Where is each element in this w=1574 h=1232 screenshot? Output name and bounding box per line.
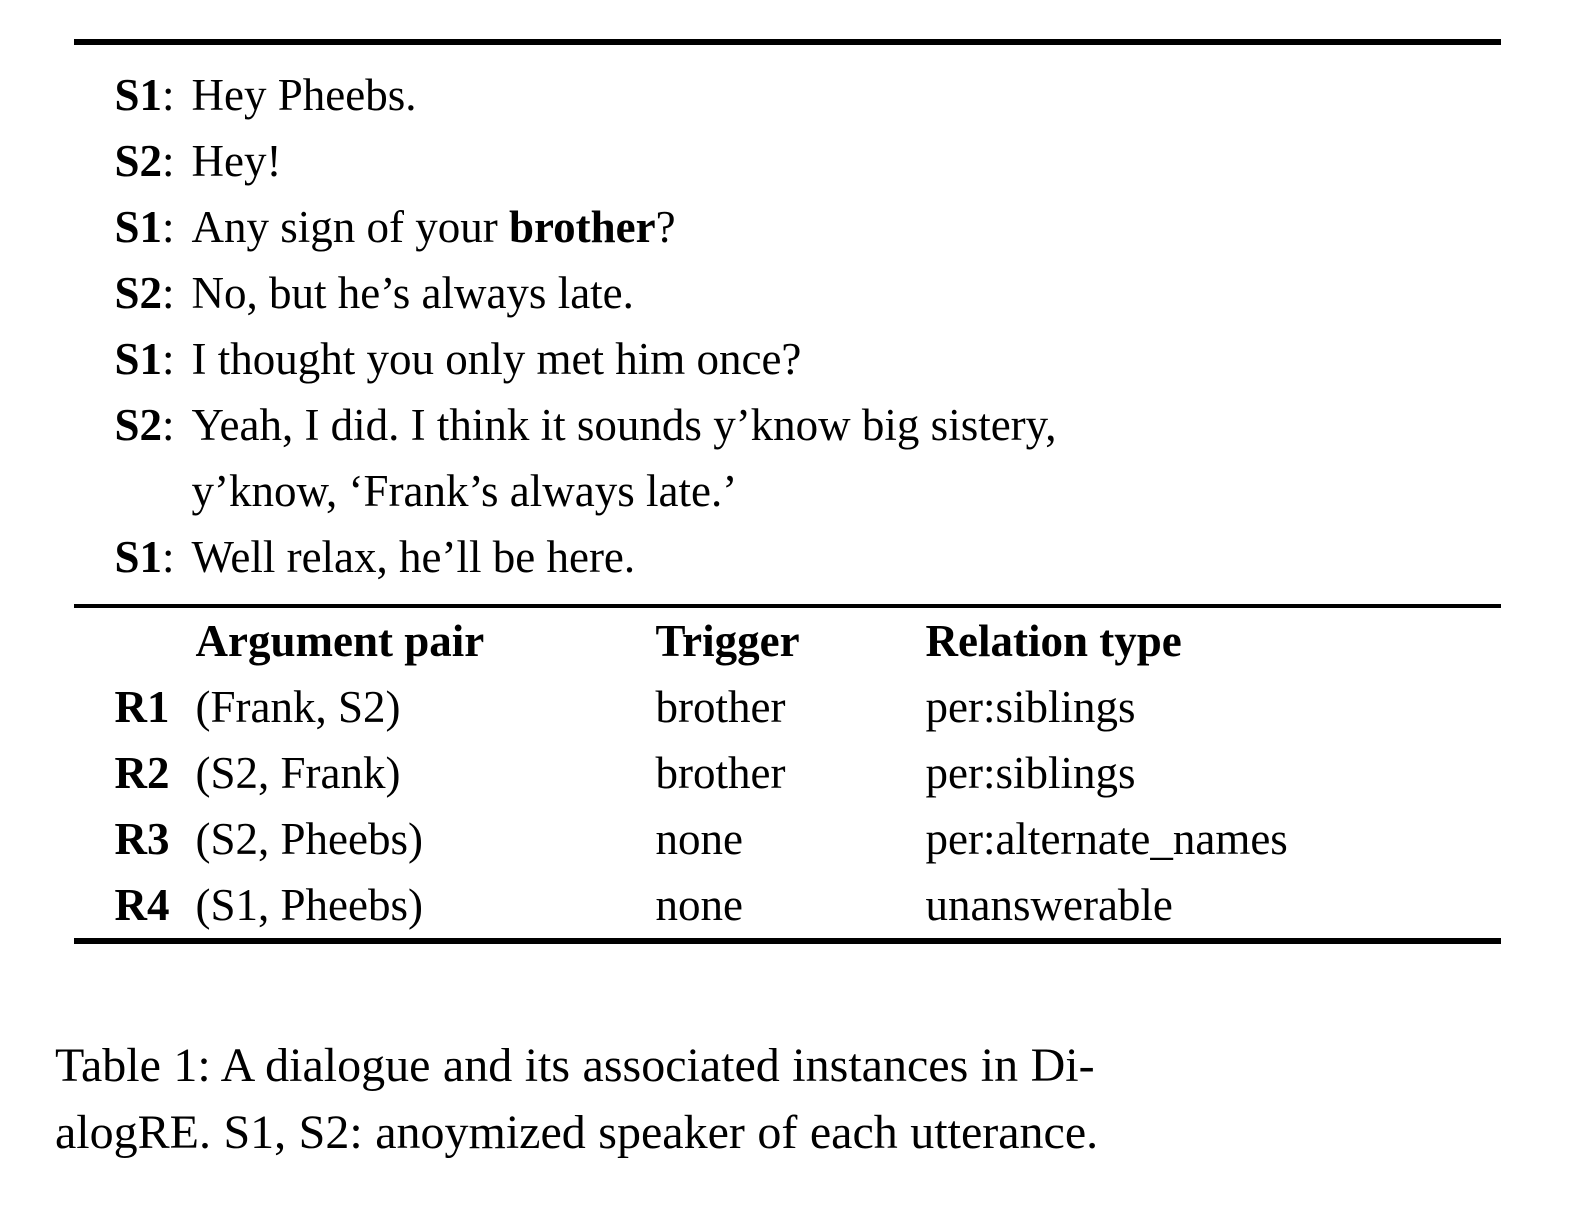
table-figure: S1: Hey Pheebs. S2: Hey! S1: Any sign of… [73,39,1501,944]
speaker-label: S1: [74,194,192,260]
dialogue-turn: S2: Yeah, I did. I think it sounds y’kno… [74,392,1501,458]
speaker-label: S2: [74,128,192,194]
relation-id: R3 [114,814,170,864]
speaker-colon: : [162,334,175,384]
dialogue-turn: S2: Hey! [74,128,1501,194]
speaker-id: S1 [114,334,163,384]
column-header-relation-type: Relation type [925,616,1182,666]
speaker-id: S1 [114,70,163,120]
dialogue-turn: S2: No, but he’s always late. [74,260,1501,326]
speaker-label: S2: [74,260,192,326]
relation-argument-pair: (S2, Pheebs) [195,814,423,864]
relation-argument-pair: (S2, Frank) [195,748,401,798]
speaker-colon: : [162,400,175,450]
speaker-label: S2: [74,392,192,458]
relation-type: per:siblings [925,682,1136,732]
relation-id: R1 [114,682,170,732]
relation-instances-table: Argument pair Trigger Relation type R1 (… [74,608,1501,938]
table-row: R4 (S1, Pheebs) none unanswerable [74,872,1501,938]
speaker-colon: : [162,136,175,186]
table-caption: Table 1: A dialogue and its associated i… [55,1032,1503,1166]
relation-id: R2 [114,748,170,798]
dialogue-turn-continuation: y’know, ‘Frank’s always late.’ [74,458,1501,524]
table-header: Argument pair Trigger Relation type [74,608,1501,674]
relation-argument-pair: (S1, Pheebs) [195,880,423,930]
relation-trigger: none [655,814,743,864]
table-row: R2 (S2, Frank) brother per:siblings [74,740,1501,806]
dialogue-turn: S1: Any sign of your brother? [74,194,1501,260]
relation-trigger: brother [655,748,786,798]
utterance-text: Hey! [191,136,282,186]
relation-argument-pair: (Frank, S2) [195,682,401,732]
column-header-argument-pair: Argument pair [195,616,485,666]
utterance-text-before: Any sign of your [191,202,509,252]
table-bottom-rule [73,938,1501,944]
relation-trigger: brother [655,682,786,732]
table-row: R1 (Frank, S2) brother per:siblings [74,674,1501,740]
speaker-colon: : [162,532,175,582]
table-header-row: Argument pair Trigger Relation type [74,608,1501,674]
column-header-trigger: Trigger [655,616,800,666]
relation-type: unanswerable [925,880,1173,930]
utterance-text: Any sign of your brother? [192,194,1501,260]
relation-trigger: none [655,880,743,930]
utterance-continuation-text: y’know, ‘Frank’s always late.’ [191,466,738,516]
speaker-id: S1 [114,202,163,252]
table-body: R1 (Frank, S2) brother per:siblings R2 (… [74,674,1501,938]
column-header-id [74,608,196,674]
speaker-label: S1: [74,524,192,590]
speaker-label: S1: [74,62,192,128]
dialogue-turn: S1: I thought you only met him once? [74,326,1501,392]
speaker-id: S2 [114,268,163,318]
utterance-text: Yeah, I did. I think it sounds y’know bi… [191,400,1057,450]
relation-type: per:siblings [925,748,1136,798]
utterance-text: No, but he’s always late. [191,268,634,318]
speaker-id: S1 [114,532,163,582]
speaker-colon: : [162,70,175,120]
speaker-id: S2 [114,400,163,450]
speaker-id: S2 [114,136,163,186]
dialogue-turn: S1: Well relax, he’ll be here. [74,524,1501,590]
speaker-label: S1: [74,326,192,392]
caption-line-2: alogRE. S1, S2: anoymized speaker of eac… [55,1106,1099,1159]
relation-type: per:alternate_names [925,814,1288,864]
caption-line-1: Table 1: A dialogue and its associated i… [55,1039,1095,1092]
table-row: R3 (S2, Pheebs) none per:alternate_names [74,806,1501,872]
utterance-text: Hey Pheebs. [191,70,417,120]
speaker-colon: : [162,268,175,318]
utterance-text: I thought you only met him once? [191,334,802,384]
table-middle-rule [73,604,1501,608]
utterance-text-after: ? [655,202,676,252]
dialogue-block: S1: Hey Pheebs. S2: Hey! S1: Any sign of… [74,45,1501,604]
utterance-text: Well relax, he’ll be here. [191,532,636,582]
relation-id: R4 [114,880,170,930]
trigger-word-bold: brother [508,202,656,252]
table-top-rule [73,39,1501,45]
dialogue-turn: S1: Hey Pheebs. [74,62,1501,128]
speaker-colon: : [162,202,175,252]
